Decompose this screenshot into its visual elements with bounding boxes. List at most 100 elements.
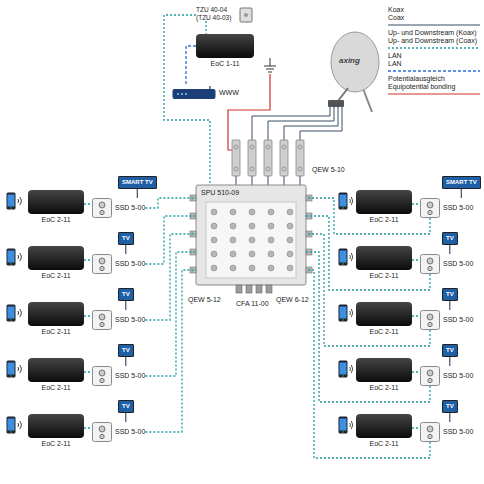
connector [125, 357, 126, 366]
connector [449, 245, 450, 254]
node-label: SMART TV [446, 179, 477, 186]
illustration-part [232, 140, 240, 176]
illustration-part [339, 417, 348, 434]
legend-line-sample [388, 47, 480, 48]
illustration-part [211, 251, 217, 257]
router-icon [172, 86, 216, 100]
router: WWW [172, 86, 239, 100]
icon-part [209, 86, 210, 89]
legend-text: Koax [388, 6, 404, 14]
illustration-part [280, 140, 288, 176]
illustration-part [250, 145, 254, 149]
node-label: EoC 1-11 [196, 60, 254, 68]
illustration-part [287, 237, 293, 243]
illustration-part [268, 107, 334, 140]
node-label: SSD 5-00 [115, 260, 145, 268]
illustration-part [7, 361, 16, 378]
icon-part [100, 378, 104, 382]
connector [145, 216, 196, 264]
socket-icon [92, 198, 112, 218]
eoc-adapter: EoC 2-11 [28, 358, 84, 392]
connector [461, 189, 462, 198]
connector [84, 259, 92, 260]
node-label: SSD 5-00 [443, 316, 473, 324]
eoc-device-icon [196, 34, 254, 58]
eoc-device-icon [28, 358, 84, 382]
illustration-part [248, 140, 256, 176]
icon-part [428, 266, 432, 270]
illustration-part [287, 251, 293, 257]
illustration-part [268, 209, 274, 215]
smartphones [7, 193, 353, 434]
icon-part [427, 314, 433, 320]
illustration-part [249, 251, 255, 257]
tv-set: SMART TV [118, 176, 157, 189]
brand-logo: axing [339, 57, 360, 65]
tv-set: TV [118, 232, 134, 245]
tv-set: TV [118, 400, 134, 413]
icon-part [428, 434, 432, 438]
illustration-part [236, 176, 237, 185]
icon-part [93, 199, 112, 218]
illustration-part [18, 309, 22, 317]
socket-icon [420, 254, 440, 274]
socket-icon [420, 198, 440, 218]
node-label: EoC 2-11 [28, 440, 84, 448]
illustration-part [287, 223, 293, 229]
multiswitch-housing [190, 185, 312, 293]
node-label: WWW [219, 89, 239, 97]
icon-part [100, 210, 104, 214]
eoc-adapter: EoC 1-11 [196, 34, 254, 68]
legend-text: Up- und Downstream (Koax) [388, 29, 477, 37]
socket-icon [92, 366, 112, 386]
wall-socket: SSD 5-00 [92, 366, 145, 386]
illustration-part [339, 193, 348, 210]
icon-part [428, 210, 432, 214]
splitter-row [232, 140, 304, 176]
node-label: TV [122, 235, 130, 242]
illustration-part [230, 209, 236, 215]
illustration-part [266, 69, 274, 70]
illustration-part [18, 365, 22, 373]
illustration-part [252, 176, 253, 185]
eoc-adapter: EoC 2-11 [28, 246, 84, 280]
coax-wires [236, 107, 342, 185]
eoc-adapter: EoC 2-11 [356, 190, 412, 224]
wall-socket: SSD 5-00 [92, 254, 145, 274]
connector [84, 427, 92, 428]
illustration-part [282, 167, 286, 171]
connector [84, 371, 92, 372]
illustration-part [211, 237, 217, 243]
icon-part [100, 266, 104, 270]
illustration-part [234, 167, 238, 171]
part-name: QEW 5-10 [312, 166, 345, 174]
eoc-device-icon [356, 358, 412, 382]
illustration-part [196, 185, 306, 285]
illustration-part [350, 309, 353, 317]
eoc-adapter: EoC 2-11 [356, 358, 412, 392]
legend-text: Coax [388, 14, 404, 22]
connector [412, 427, 420, 428]
node-label: TV [446, 403, 454, 410]
wall-socket: SSD 5-00 [420, 422, 473, 442]
eoc-device-icon [356, 414, 412, 438]
part-name: QEW 5-12 [188, 296, 221, 304]
node-label: EoC 2-11 [356, 384, 412, 392]
icon-part [185, 93, 187, 95]
legend-text: Potentialausgleich [388, 75, 445, 83]
illustration-part [339, 249, 348, 266]
illustration-part [328, 100, 344, 107]
node-label: SSD 5-00 [443, 428, 473, 436]
terminators [236, 285, 272, 293]
node-label: TV [446, 235, 454, 242]
illustration-part [300, 176, 301, 185]
illustration-part [252, 107, 330, 140]
tv-set: TV [442, 400, 458, 413]
connector [145, 198, 196, 208]
illustration-part [266, 285, 272, 293]
connector [449, 357, 450, 366]
node-label: SSD 5-00 [443, 260, 473, 268]
